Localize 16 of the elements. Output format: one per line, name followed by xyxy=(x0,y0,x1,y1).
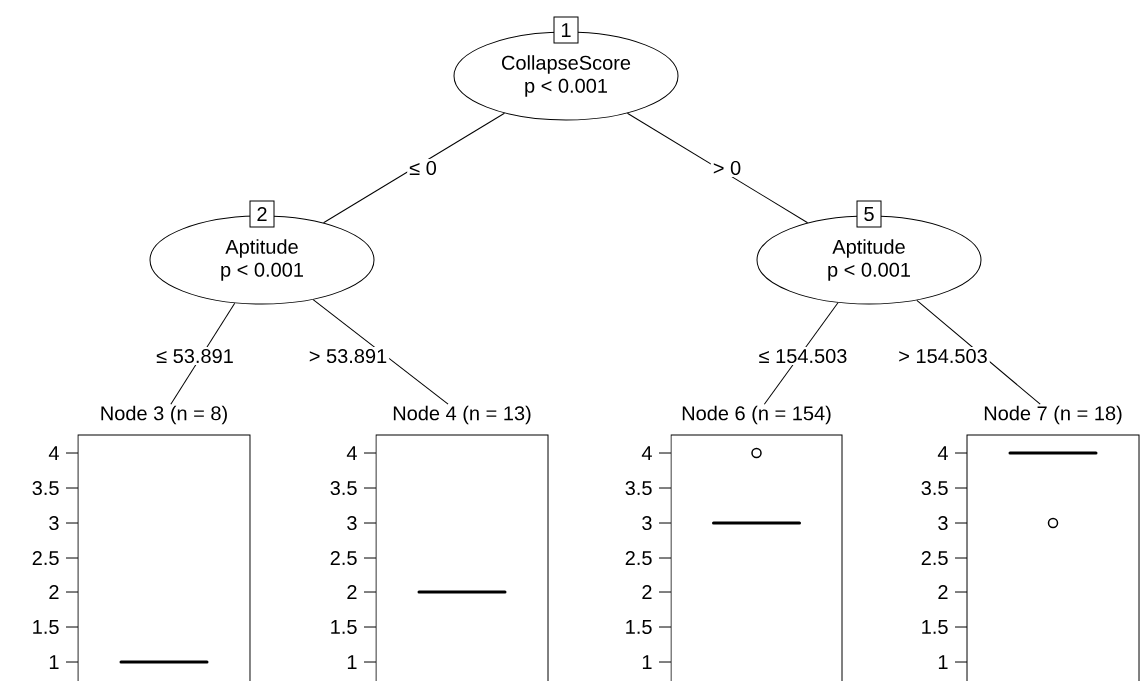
edge-label: ≤ 154.503 xyxy=(756,346,850,366)
node-number: 2 xyxy=(249,200,275,228)
node-number: 5 xyxy=(856,200,882,228)
edge-label: > 154.503 xyxy=(896,346,990,366)
plot-panel: Node 3 (n = 8) xyxy=(77,405,251,681)
plot-panel: Node 4 (n = 13) xyxy=(375,405,549,681)
edge-line xyxy=(323,112,505,224)
edge-line xyxy=(312,299,449,405)
edge-label: > 0 xyxy=(710,158,744,178)
edge-line xyxy=(626,112,809,224)
edge-label: ≤ 0 xyxy=(407,158,439,178)
node-number: 1 xyxy=(553,16,579,44)
edge-label: ≤ 53.891 xyxy=(154,346,236,366)
plot-panel: Node 6 (n = 154) xyxy=(670,405,843,681)
edge-label: > 53.891 xyxy=(306,346,390,366)
plot-panel: Node 7 (n = 18) xyxy=(966,405,1140,681)
